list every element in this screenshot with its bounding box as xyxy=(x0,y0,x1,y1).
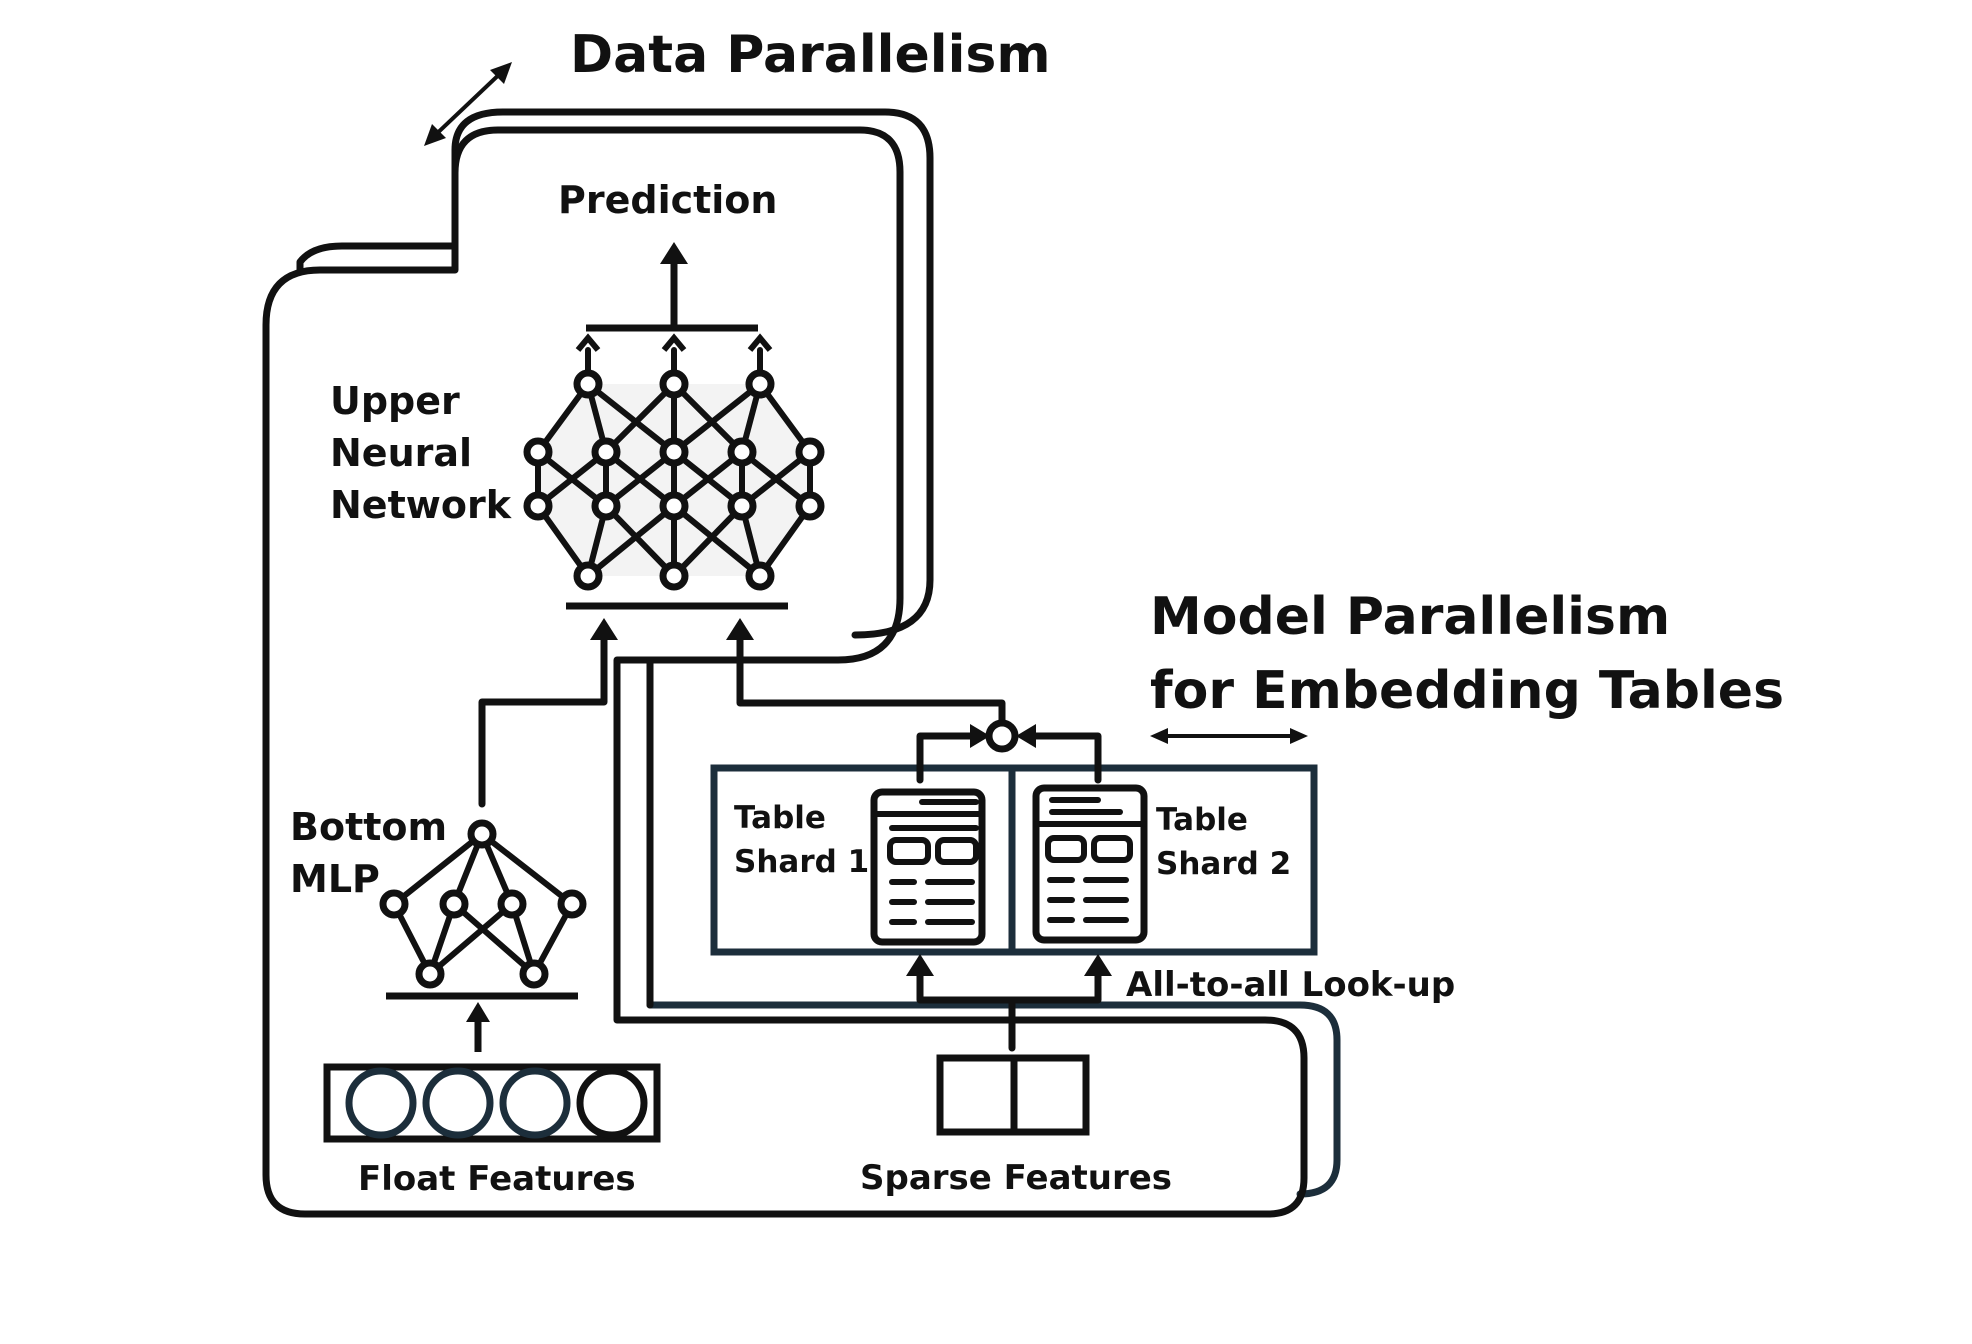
feature-vector-icon xyxy=(323,1063,661,1143)
neural-network-icon xyxy=(523,324,825,610)
shard2-label-line1: Table xyxy=(1156,802,1248,838)
table-document-icon-2 xyxy=(1032,784,1148,944)
bottom-mlp-to-upper-arrow xyxy=(478,632,608,808)
device-replica-outline-bottom xyxy=(646,1001,1341,1198)
all-to-all-label: All-to-all Look-up xyxy=(1126,965,1455,1005)
upper-nn-label-line1: Upper xyxy=(330,379,460,423)
upper-nn-label-line3: Network xyxy=(330,483,512,527)
float-to-mlp-arrowhead xyxy=(466,1002,490,1022)
sparse-features-label: Sparse Features xyxy=(860,1158,1172,1198)
embedding-to-upper-arrowhead xyxy=(726,618,754,640)
prediction-label: Prediction xyxy=(558,178,777,222)
table-document-icon xyxy=(870,788,986,946)
sparse-features-icon xyxy=(936,1054,1090,1136)
shard2-to-combine-arrowhead xyxy=(1016,724,1036,748)
shard1-label-line2: Shard 1 xyxy=(734,844,869,880)
model-parallel-double-arrow-icon xyxy=(1150,728,1308,744)
shard1-to-combine-arrow xyxy=(916,732,978,784)
bottom-mlp-label-line1: Bottom xyxy=(290,805,447,849)
bottom-mlp-label-line2: MLP xyxy=(290,857,380,901)
model-parallelism-title-line1: Model Parallelism xyxy=(1150,587,1670,647)
device-main-outline xyxy=(262,126,1308,1218)
combine-node xyxy=(985,719,1019,753)
lookup-arrowhead-2 xyxy=(1084,954,1112,976)
shard2-to-combine-arrow xyxy=(1028,732,1102,784)
prediction-arrowhead xyxy=(660,242,688,264)
lookup-arrowhead-1 xyxy=(906,954,934,976)
model-parallelism-title-line2: for Embedding Tables xyxy=(1150,661,1784,721)
double-arrow-icon xyxy=(424,62,512,146)
upper-nn-label-line2: Neural xyxy=(330,431,472,475)
data-parallelism-title: Data Parallelism xyxy=(570,25,1051,85)
shard1-to-combine-arrowhead xyxy=(970,724,990,748)
float-features-label: Float Features xyxy=(358,1159,636,1199)
mlp-icon xyxy=(379,819,587,1000)
device-replica-outline-back xyxy=(296,108,934,639)
shard1-label-line1: Table xyxy=(734,800,826,836)
shard2-label-line2: Shard 2 xyxy=(1156,846,1291,882)
bottom-mlp-to-upper-arrowhead xyxy=(590,618,618,640)
all-to-all-lookup-arrows xyxy=(916,968,1102,1052)
embedding-to-upper-arrow xyxy=(736,632,1006,737)
